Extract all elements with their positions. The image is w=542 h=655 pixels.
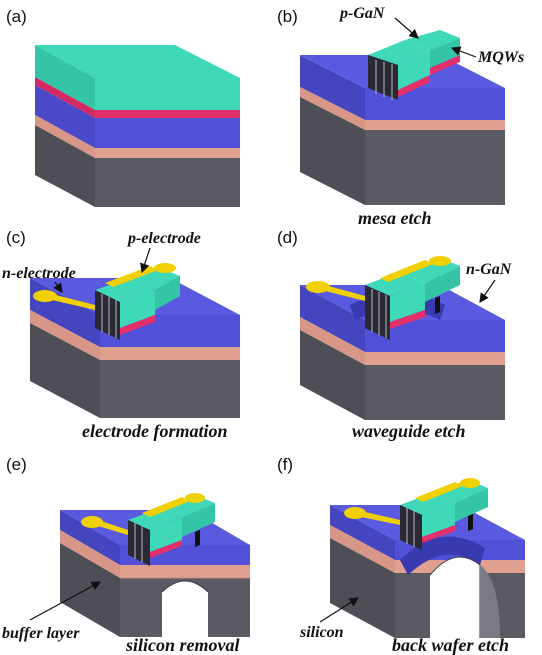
- mesa-b: [368, 30, 460, 100]
- panel-c: (c) n-electrode p: [2, 228, 240, 441]
- panel-e-label: (e): [6, 455, 27, 474]
- electrodes-e: [81, 493, 205, 535]
- p-electrode-label: p-electrode: [126, 230, 201, 247]
- back-wafer-etch-caption: back wafer etch: [392, 635, 509, 655]
- panel-f-label: (f): [277, 455, 293, 474]
- panel-d-label: (d): [277, 228, 298, 247]
- electrodes-f: [344, 478, 480, 525]
- panel-b-label: (b): [277, 7, 298, 26]
- wafer-stack-a: [35, 45, 240, 207]
- silicon-removal-caption: silicon removal: [125, 635, 240, 655]
- panel-a-label: (a): [6, 7, 27, 26]
- panel-d: (d) n: [277, 228, 513, 441]
- panel-a: (a): [6, 7, 240, 207]
- electrode-formation-caption: electrode formation: [82, 421, 227, 441]
- electrodes-d: [306, 256, 451, 301]
- silicon-label: silicon: [299, 624, 344, 641]
- panel-e: (e): [2, 455, 250, 655]
- n-gan-label: n-GaN: [466, 261, 513, 278]
- mqws-label: MQWs: [477, 49, 524, 66]
- p-gan-label-b: p-GaN: [338, 5, 386, 22]
- panel-c-label: (c): [6, 228, 26, 247]
- waveguide-etch-caption: waveguide etch: [352, 421, 465, 441]
- panel-f: (f): [277, 455, 525, 655]
- mesa-f: [400, 480, 488, 550]
- n-electrode-label: n-electrode: [2, 265, 76, 282]
- buffer-layer-label: buffer layer: [2, 625, 80, 642]
- panel-b: (b) p-GaN MQWs mesa etch: [277, 5, 524, 228]
- mesa-etch-caption: mesa etch: [358, 208, 432, 228]
- mesa-c: [95, 268, 180, 340]
